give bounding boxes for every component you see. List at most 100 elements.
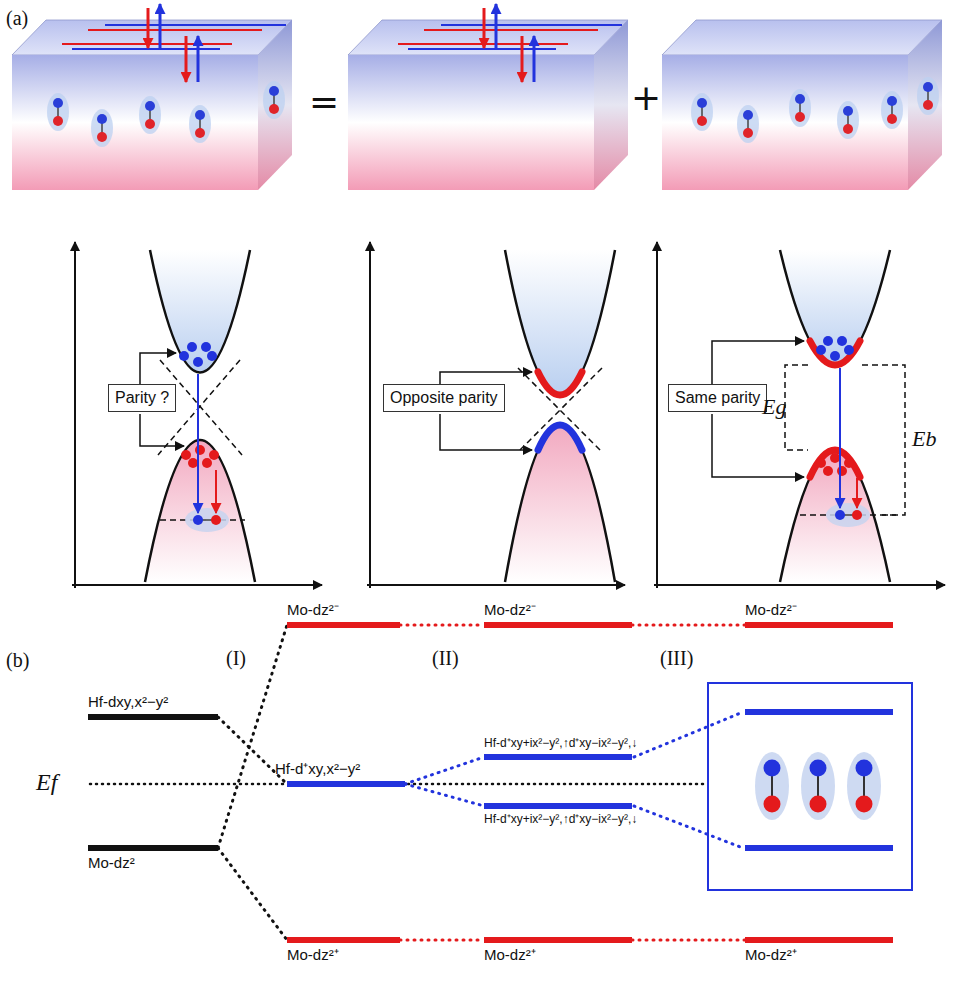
electron-dot — [816, 345, 826, 355]
spin-down-arrow — [147, 8, 150, 48]
orbital-label: Hf-d⁺xy,x²−y² — [275, 761, 360, 778]
parity-box: Parity ? — [108, 384, 176, 412]
binding-bracket — [862, 365, 905, 515]
electron-dot — [193, 515, 203, 525]
energy-symbol: Ef — [36, 770, 57, 794]
energy-axis — [656, 242, 658, 588]
hole-dot — [844, 458, 854, 468]
slab-side — [258, 20, 292, 190]
parity-label: Opposite parity — [390, 388, 498, 408]
slab — [348, 20, 628, 190]
momentum-axis — [654, 584, 945, 586]
hole-dot — [188, 458, 198, 468]
slab — [12, 20, 292, 190]
orbital-link — [632, 624, 745, 627]
hole-dot — [202, 458, 212, 468]
energy-level: Hf-d⁺xy+ix²−y²,↑d⁺xy−ix²−y²,↓ — [484, 803, 632, 809]
dashed-crossing — [518, 368, 602, 452]
orbital-link — [218, 625, 287, 848]
orbital-label: Mo-dz²⁻ — [745, 602, 797, 619]
energy-level: Mo-dz²⁻ — [287, 622, 400, 628]
hole-dot — [211, 515, 221, 525]
exciton — [789, 89, 811, 127]
exciton — [837, 101, 859, 139]
odd-parity-cap — [810, 450, 860, 477]
spin-up-arrow — [197, 36, 200, 82]
surface-band — [441, 24, 622, 26]
energy-level — [745, 709, 893, 715]
exciton — [263, 81, 285, 119]
slab-side — [908, 20, 942, 190]
orbital-label: Mo-dz²⁻ — [287, 602, 339, 619]
odd-parity-cap — [538, 372, 582, 395]
energy-level: Hf-d⁺xy+ix²−y²,↑d⁺xy−ix²−y²,↓ — [484, 754, 632, 760]
condensate-frame — [708, 683, 912, 890]
hole-dot — [816, 458, 826, 468]
hole-arrow — [215, 470, 217, 513]
panel-letter: (b) — [6, 650, 29, 670]
orbital-label: Mo-dz²⁺ — [287, 947, 339, 964]
electron-dot — [830, 351, 840, 361]
hole-dot — [209, 450, 219, 460]
orbital-link — [218, 848, 287, 940]
orbital-label: Mo-dz²⁺ — [484, 947, 536, 964]
hole-dot — [823, 466, 833, 476]
orbital-link — [405, 757, 484, 784]
energy-symbol: Eb — [912, 428, 936, 450]
exciton — [139, 96, 161, 134]
electron-dot — [201, 342, 211, 352]
orbital-label: Hf-dxy,x²−y² — [88, 694, 168, 711]
energy-symbol: Eg — [762, 396, 786, 418]
odd-parity-cap — [810, 341, 860, 365]
hole-dot — [181, 450, 191, 460]
valence-fill — [780, 450, 890, 582]
slab-front — [12, 55, 258, 190]
energy-level: Hf-dxy,x²−y² — [88, 714, 218, 720]
energy-level — [745, 845, 893, 851]
conduction-fill — [150, 250, 250, 373]
exciton-cloud — [185, 508, 229, 532]
exciton — [755, 752, 789, 820]
equation-sign: + — [631, 80, 661, 116]
stage-number: (I) — [226, 648, 246, 668]
orbital-label: Mo-dz²⁻ — [484, 602, 536, 619]
hole-arrow — [856, 478, 858, 508]
electron-dot — [844, 345, 854, 355]
spin-up-arrow — [533, 36, 536, 82]
orbital-label: Hf-d⁺xy+ix²−y²,↑d⁺xy−ix²−y²,↓ — [484, 737, 637, 750]
leader-arrow — [140, 414, 184, 446]
electron-dot — [187, 342, 197, 352]
slab-top — [348, 20, 628, 55]
exciton — [189, 105, 211, 143]
parity-label: Same parity — [675, 388, 760, 408]
leader-arrow — [712, 414, 804, 477]
slab-front — [348, 55, 594, 190]
level-link — [634, 712, 743, 757]
conduction-band — [505, 250, 615, 395]
electron-dot — [837, 336, 847, 346]
spin-down-arrow — [185, 36, 188, 82]
energy-level: Mo-dz²⁺ — [287, 937, 400, 943]
momentum-axis — [72, 584, 322, 586]
exciton — [691, 93, 713, 131]
orbital-link — [400, 939, 484, 942]
orbital-label: Hf-d⁺xy+ix²−y²,↑d⁺xy−ix²−y²,↓ — [484, 813, 637, 826]
spin-up-arrow — [495, 4, 498, 50]
axes — [72, 242, 945, 588]
leader-arrow — [140, 353, 176, 384]
energy-level: Hf-d⁺xy,x²−y² — [287, 781, 405, 787]
slab-top — [662, 20, 942, 55]
exciton — [91, 109, 113, 147]
momentum-axis — [367, 584, 625, 586]
slab — [662, 20, 942, 190]
exciton — [801, 752, 835, 820]
exciton — [917, 77, 939, 115]
leader-arrow — [440, 372, 532, 384]
spin-down-arrow — [483, 8, 486, 48]
hole-dot — [830, 453, 840, 463]
orbital-label: Mo-dz²⁺ — [745, 947, 797, 964]
fermi-dotted — [408, 783, 706, 786]
parity-box: Opposite parity — [383, 384, 505, 412]
